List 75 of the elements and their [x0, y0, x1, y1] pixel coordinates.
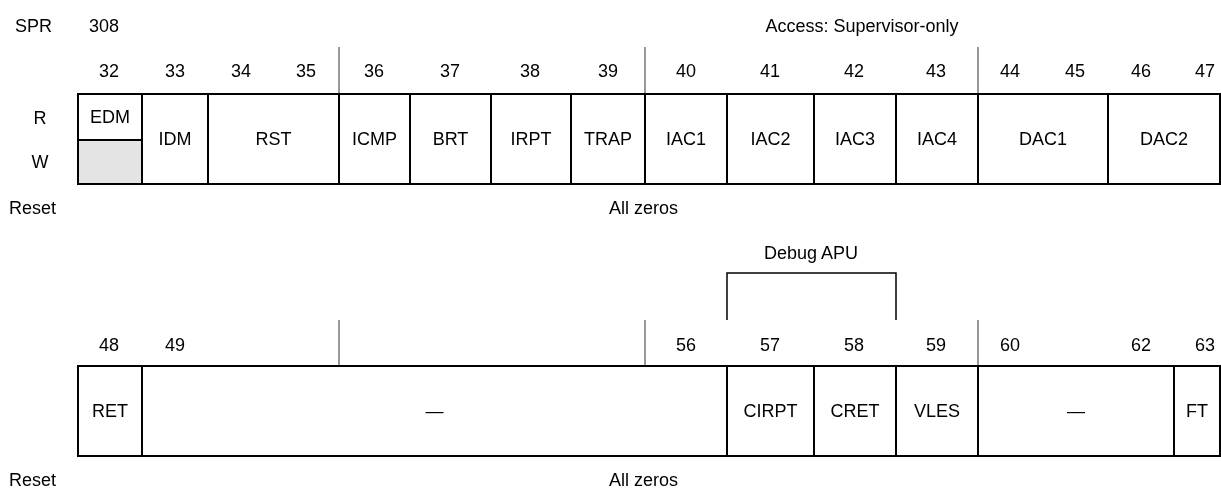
bit-number: 35	[296, 61, 317, 81]
access-type: R	[33, 108, 47, 128]
bit-field-cell	[570, 93, 646, 185]
field-name: TRAP	[584, 128, 632, 150]
group-label: Debug APU	[764, 243, 859, 263]
field-name: IRPT	[510, 128, 552, 150]
reset-label: Reset	[9, 198, 57, 218]
bit-field-cell	[977, 365, 1175, 457]
bit-number: 36	[364, 61, 385, 81]
bit-number: 38	[520, 61, 541, 81]
bit-number: 41	[760, 61, 781, 81]
bit-field-cell	[490, 93, 572, 185]
bit-number: 42	[844, 61, 865, 81]
bit-field-cell	[977, 93, 1109, 185]
field-name: EDM	[90, 106, 130, 128]
bit-field-cell	[813, 93, 897, 185]
bit-number: 58	[844, 335, 865, 355]
access-note: Access: Supervisor-only	[765, 16, 959, 36]
bit-number: 37	[440, 61, 461, 81]
bit-field-cell	[141, 365, 728, 457]
bit-field-cell	[1107, 93, 1221, 185]
bit-field-cell	[813, 365, 897, 457]
field-name: IDM	[158, 128, 192, 150]
bit-number: 43	[926, 61, 947, 81]
bit-number: 48	[99, 335, 120, 355]
field-name: —	[1067, 400, 1085, 422]
field-name: IAC2	[750, 128, 791, 150]
bit-number: 39	[598, 61, 619, 81]
bit-field-cell	[77, 93, 143, 185]
bit-number: 46	[1131, 61, 1152, 81]
bit-number: 57	[760, 335, 781, 355]
field-name: VLES	[914, 400, 960, 422]
bit-field-cell	[726, 365, 815, 457]
reset-value: All zeros	[609, 470, 679, 488]
field-name: RST	[255, 128, 292, 150]
bit-number: 49	[165, 335, 186, 355]
field-name: CIRPT	[743, 400, 798, 422]
field-name: FT	[1186, 400, 1208, 422]
bit-number: 47	[1195, 61, 1216, 81]
bit-number: 40	[676, 61, 697, 81]
field-name: IAC1	[666, 128, 706, 150]
bit-number: 59	[926, 335, 947, 355]
bit-field-cell	[207, 93, 340, 185]
bit-field-cell	[726, 93, 815, 185]
bit-number: 60	[1000, 335, 1021, 355]
bit-number: 34	[231, 61, 252, 81]
bit-number: 32	[99, 61, 120, 81]
bit-number: 44	[1000, 61, 1021, 81]
field-name: IAC3	[835, 128, 875, 150]
field-name: RET	[92, 400, 128, 422]
bit-field-cell	[77, 365, 143, 457]
field-name: CRET	[830, 400, 880, 422]
bit-field-cell	[338, 93, 411, 185]
field-name: —	[425, 400, 444, 422]
bit-number: 62	[1131, 335, 1152, 355]
register-number: 308	[89, 16, 120, 36]
bit-field-cell	[409, 93, 492, 185]
field-name: DAC1	[1019, 128, 1067, 150]
bit-number: 56	[676, 335, 697, 355]
bit-field-cell	[895, 365, 979, 457]
access-type: W	[31, 152, 49, 172]
bit-field-cell	[895, 93, 979, 185]
bit-field-cell	[1173, 365, 1221, 457]
reset-label: Reset	[9, 470, 57, 488]
bit-number: 45	[1065, 61, 1086, 81]
bit-field-cell	[141, 93, 209, 185]
bit-number: 63	[1195, 335, 1216, 355]
field-name: DAC2	[1140, 128, 1188, 150]
bit-number: 33	[165, 61, 186, 81]
field-name: ICMP	[352, 128, 397, 150]
field-name: IAC4	[917, 128, 957, 150]
field-name: BRT	[432, 128, 469, 150]
register-name: SPR	[15, 16, 52, 36]
reset-value: All zeros	[609, 198, 679, 218]
bit-field-cell	[644, 93, 728, 185]
